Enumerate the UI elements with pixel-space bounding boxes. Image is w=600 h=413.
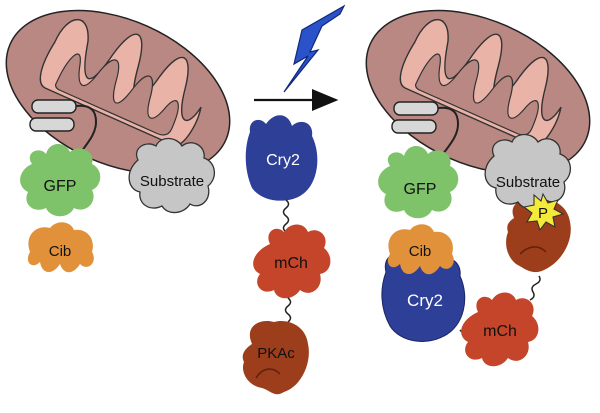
substrate-label-right: Substrate [496, 174, 560, 191]
transmembrane-anchor-icon [391, 101, 460, 165]
mch-label-right: mCh [483, 323, 517, 340]
cib-label-left: Cib [49, 243, 72, 260]
gfp-protein-left: GFP [20, 144, 101, 217]
cib-protein-left: Cib [27, 222, 94, 273]
mch-label-center: mCh [274, 255, 308, 272]
substrate-label-left: Substrate [140, 173, 204, 190]
cry2-label-right: Cry2 [407, 291, 443, 310]
cry2-label-center: Cry2 [266, 152, 300, 169]
pkac-label-center: PKAc [257, 345, 295, 362]
starburst-icon: P [522, 192, 565, 232]
mitochondrion-left [5, 9, 231, 175]
gfp-protein-right: GFP [378, 146, 459, 219]
phospho-label: P [538, 205, 548, 222]
lightning-bolt-icon [283, 4, 346, 93]
pkac-protein-center: PKAc [242, 320, 309, 395]
substrate-protein-right: Substrate [484, 133, 571, 210]
substrate-protein-left: Substrate [128, 137, 215, 214]
mch-protein-center: mCh [253, 224, 331, 299]
gfp-label-left: GFP [44, 178, 77, 195]
mch-protein-right: mCh [461, 292, 539, 367]
cib-label-right: Cib [409, 243, 432, 260]
right-panel: GFP Cry2 Cib mCh Substrate [365, 9, 591, 367]
linker-center-2 [284, 297, 292, 323]
pkac-protein-right [506, 198, 571, 273]
cry2-protein-center: Cry2 [245, 115, 318, 201]
linker-center-1 [282, 199, 290, 233]
left-panel: GFP Cib Substrate [5, 9, 231, 273]
transmembrane-anchor-icon [29, 99, 98, 163]
gfp-label-right: GFP [404, 181, 437, 198]
center-panel: Cry2 mCh PKAc [242, 4, 346, 395]
cib-protein-right: Cib [387, 224, 454, 275]
linker-right-2 [529, 275, 541, 301]
